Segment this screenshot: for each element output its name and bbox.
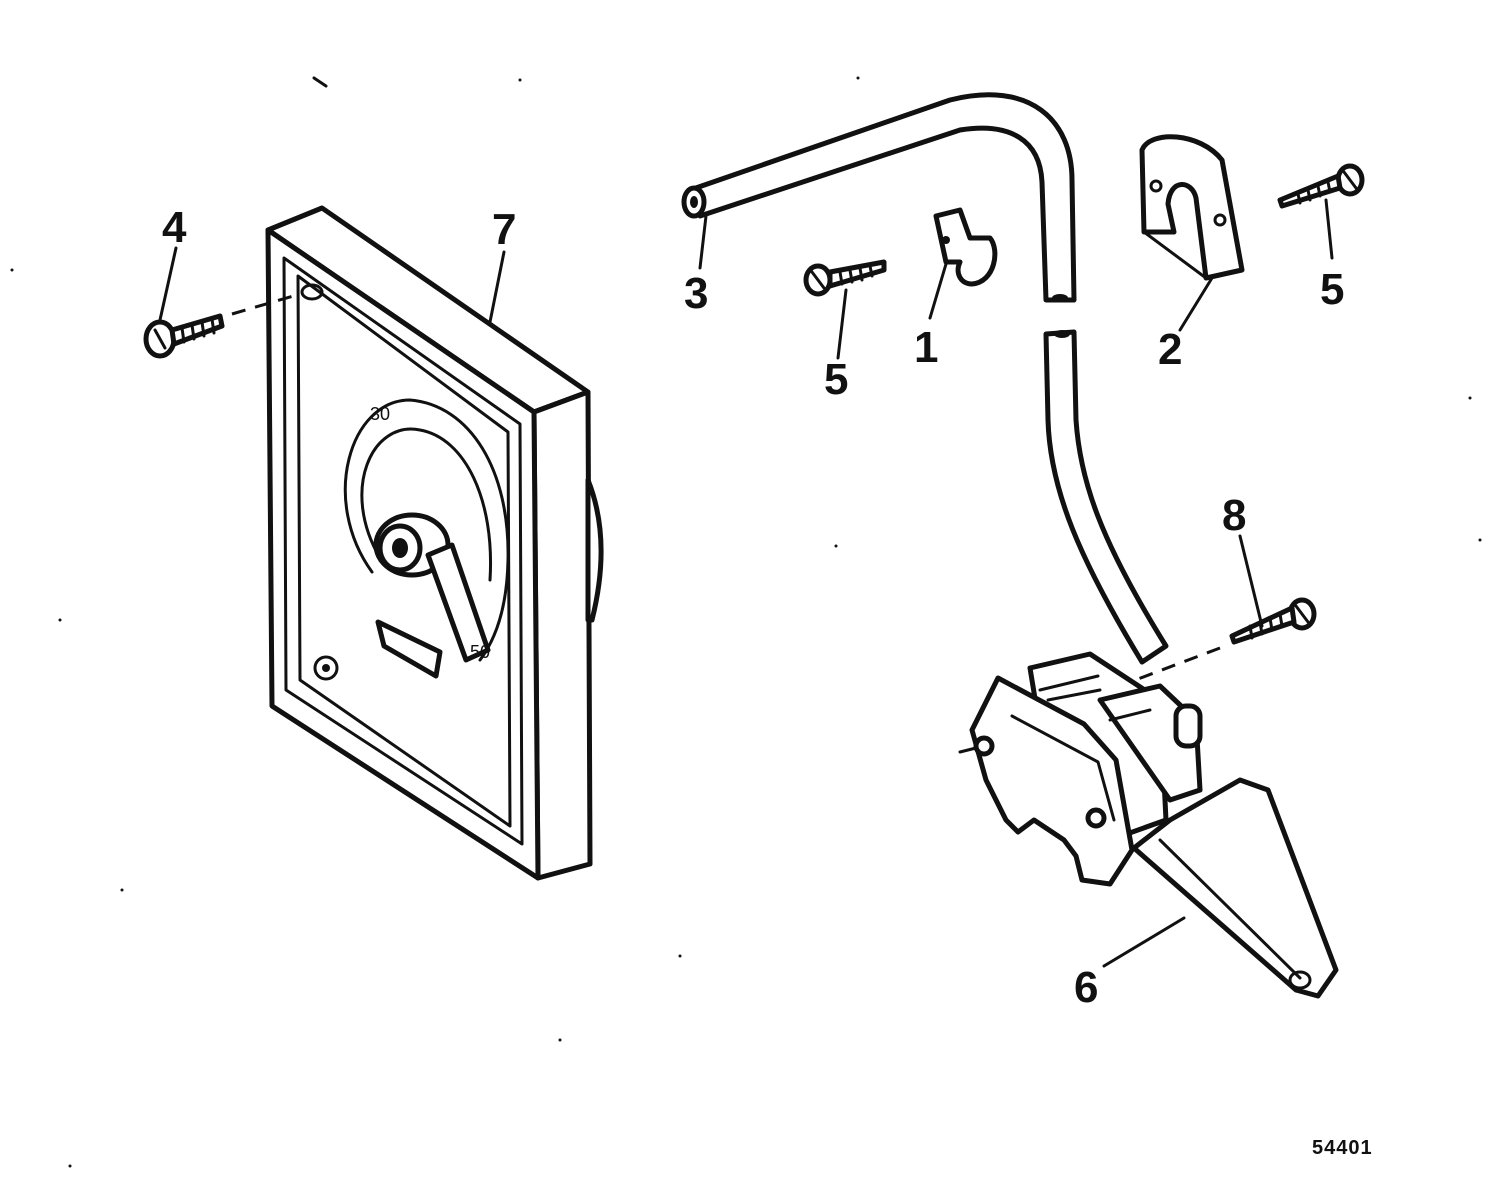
- callout-6: 6: [1074, 963, 1098, 1012]
- dial-label-30: 30: [370, 404, 390, 424]
- callout-5-left: 5: [824, 355, 848, 404]
- part-6-switch-assembly: [958, 651, 1339, 999]
- callout-2: 2: [1158, 325, 1182, 374]
- part-3-tube: [681, 92, 1169, 665]
- part-7-control-panel: 30 50: [265, 205, 604, 881]
- dial-label-50: 50: [470, 642, 490, 662]
- callout-1: 1: [914, 323, 938, 372]
- callout-5-right: 5: [1320, 265, 1344, 314]
- callout-7: 7: [492, 205, 516, 254]
- callout-labels: 4 7 3 5 1 2 5 8 6: [162, 203, 1344, 1012]
- part-5-screw-right: [1277, 163, 1365, 209]
- leader-lines: [158, 198, 1334, 968]
- part-2-bracket: [1139, 134, 1245, 281]
- part-5-screw-left: [803, 259, 887, 297]
- callout-3: 3: [684, 269, 708, 318]
- figure-number: 54401: [1312, 1137, 1373, 1159]
- callout-4: 4: [162, 203, 187, 252]
- scan-specks: [10, 76, 1482, 1168]
- part-8-screw: [1129, 597, 1317, 684]
- part-1-clip: [933, 207, 998, 287]
- callout-8: 8: [1222, 491, 1246, 540]
- part-4-screw: [143, 292, 301, 359]
